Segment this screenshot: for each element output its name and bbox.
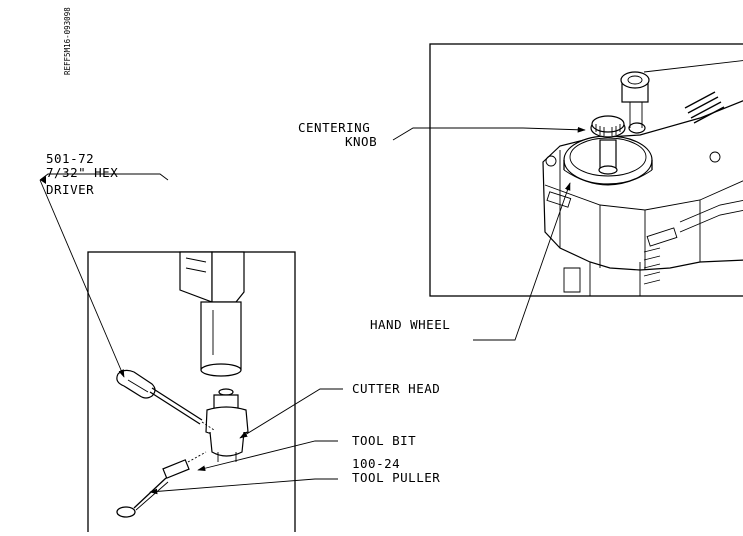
hex-driver-name: DRIVER — [46, 182, 95, 197]
hand-wheel-label: HAND WHEEL — [370, 317, 451, 332]
tool-puller-leader — [149, 478, 338, 495]
centering-knob-label-line1: CENTERING — [298, 120, 371, 135]
reference-code: REFF5M16-093098 — [63, 7, 72, 75]
cap-screw — [620, 60, 743, 134]
centering-knob — [590, 115, 626, 175]
tool-puller-label: TOOL PULLER — [352, 470, 441, 485]
tool-bit-label: TOOL BIT — [352, 433, 417, 448]
leader-lines — [39, 126, 586, 495]
tool-bit — [162, 451, 207, 479]
hand-wheel-inset — [429, 43, 743, 297]
hex-driver-leader — [39, 179, 125, 378]
centering-knob-leader — [392, 126, 586, 141]
centering-knob-label-line2: KNOB — [345, 134, 378, 149]
cutter-head-leader — [239, 388, 343, 439]
cutter-head — [205, 388, 249, 462]
hex-driver — [116, 369, 215, 431]
tool-bit-leader — [197, 440, 338, 471]
hex-driver-part-number: 501-72 — [46, 151, 95, 166]
hex-driver-leader-bracket — [39, 173, 169, 181]
hand-wheel-leader — [473, 182, 571, 341]
tool-puller — [116, 477, 169, 518]
cutter-head-label: CUTTER HEAD — [352, 381, 441, 396]
tool-puller-part-number: 100-24 — [352, 456, 401, 471]
cutter-head-inset — [87, 251, 296, 536]
hex-driver-size: 7/32" HEX — [46, 165, 119, 180]
